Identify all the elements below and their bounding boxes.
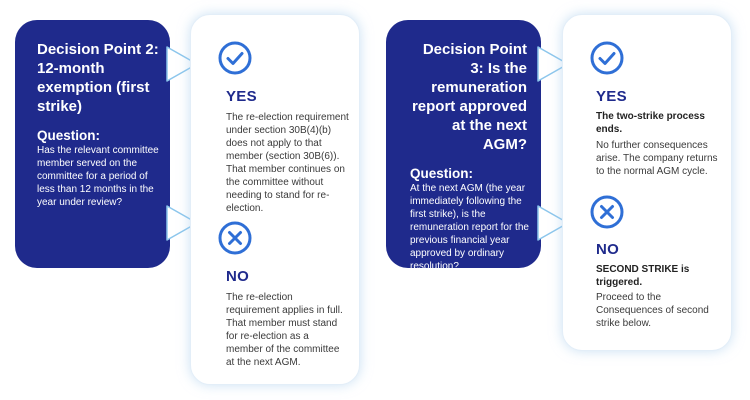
decision-point-2-card: Decision Point 2: 12-month exemption (fi… [15,20,170,268]
connector-no-3-icon [537,205,569,241]
no-3-bold-text: SECOND STRIKE is triggered. [596,264,690,288]
decision-point-3-answers-card: YES The two-strike process ends. No furt… [562,14,732,351]
decision-point-3-card: Decision Point 3: Is the remuneration re… [386,20,541,272]
x-circle-icon [590,195,624,229]
x-circle-icon [218,221,252,255]
decision-point-3-question-label: Question: [410,166,473,181]
check-circle-icon [218,41,252,75]
decision-point-2-answers-card: YES The re-election requirement under se… [190,14,360,385]
yes-2-text: The re-election requirement under sectio… [226,112,349,214]
connector-yes-2-icon [166,46,198,82]
decision-point-3-title: Decision Point 3: Is the remuneration re… [411,41,527,153]
no-3-label: NO [596,241,620,258]
yes-2-label: YES [226,88,257,105]
yes-3-label: YES [596,88,627,105]
check-circle-icon [590,41,624,75]
no-3-text: Proceed to the Consequences of second st… [596,292,709,329]
decision-point-3-question-text: At the next AGM (the year immediately fo… [410,183,529,272]
decision-point-2-title: Decision Point 2: 12-month exemption (fi… [37,41,159,115]
yes-3-text: No further consequences arise. The compa… [596,140,718,177]
connector-no-2-icon [166,205,198,241]
connector-yes-3-icon [537,46,569,82]
decision-point-2-question-text: Has the relevant committee member served… [37,145,159,208]
no-2-text: The re-election requirement applies in f… [226,292,343,368]
yes-3-bold-text: The two-strike process ends. [596,111,705,135]
no-2-label: NO [226,268,250,285]
decision-point-2-question-label: Question: [37,128,100,143]
